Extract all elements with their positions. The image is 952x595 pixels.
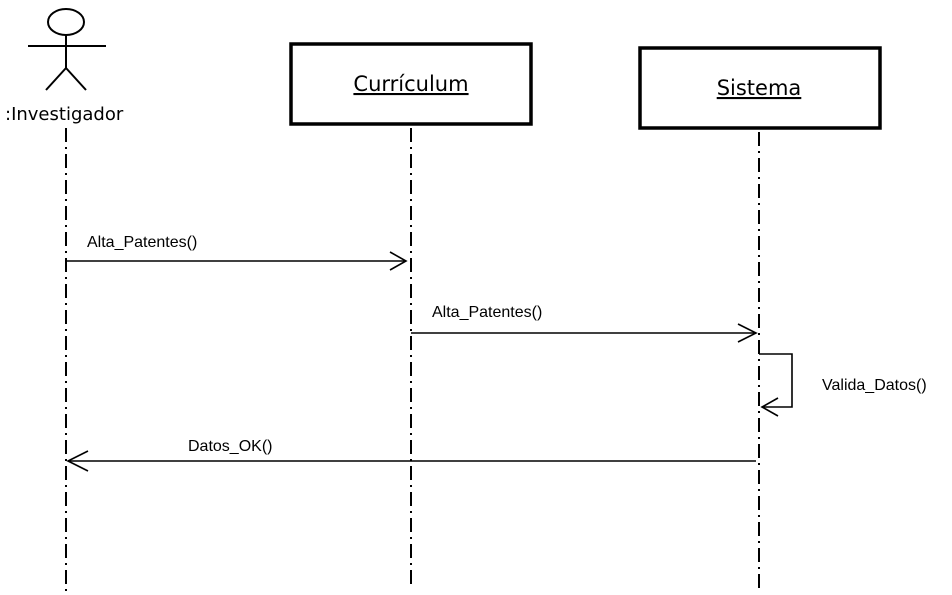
arrow-head-icon: [737, 323, 758, 343]
participant-label: Sistema: [717, 76, 802, 100]
message-label: Alta_Patentes(): [87, 234, 197, 251]
participant-curriculum: Currículum: [289, 42, 533, 126]
actor-investigador: :Investigador: [5, 8, 124, 125]
arrow-head-icon: [760, 397, 779, 417]
message-alta-patentes-2: Alta_Patentes(): [411, 304, 758, 343]
participant-box: [289, 42, 533, 126]
message-alta-patentes-1: Alta_Patentes(): [66, 234, 408, 271]
actor-left-leg: [45, 67, 67, 91]
participant-box: [638, 46, 882, 130]
message-label: Valida_Datos(): [822, 377, 927, 394]
actor-right-leg: [65, 67, 87, 91]
message-datos-ok: Datos_OK(): [66, 438, 756, 472]
arrow-head-icon: [389, 251, 408, 271]
participant-sistema: Sistema: [638, 46, 882, 130]
arrow-head-icon: [66, 450, 89, 472]
actor-head: [47, 8, 85, 36]
self-call-line: [759, 353, 793, 408]
message-label: Alta_Patentes(): [432, 304, 542, 321]
message-valida-datos: Valida_Datos(): [759, 353, 927, 417]
participant-label: Currículum: [353, 72, 468, 96]
actor-label: :Investigador: [5, 104, 124, 125]
message-label: Datos_OK(): [188, 438, 272, 455]
